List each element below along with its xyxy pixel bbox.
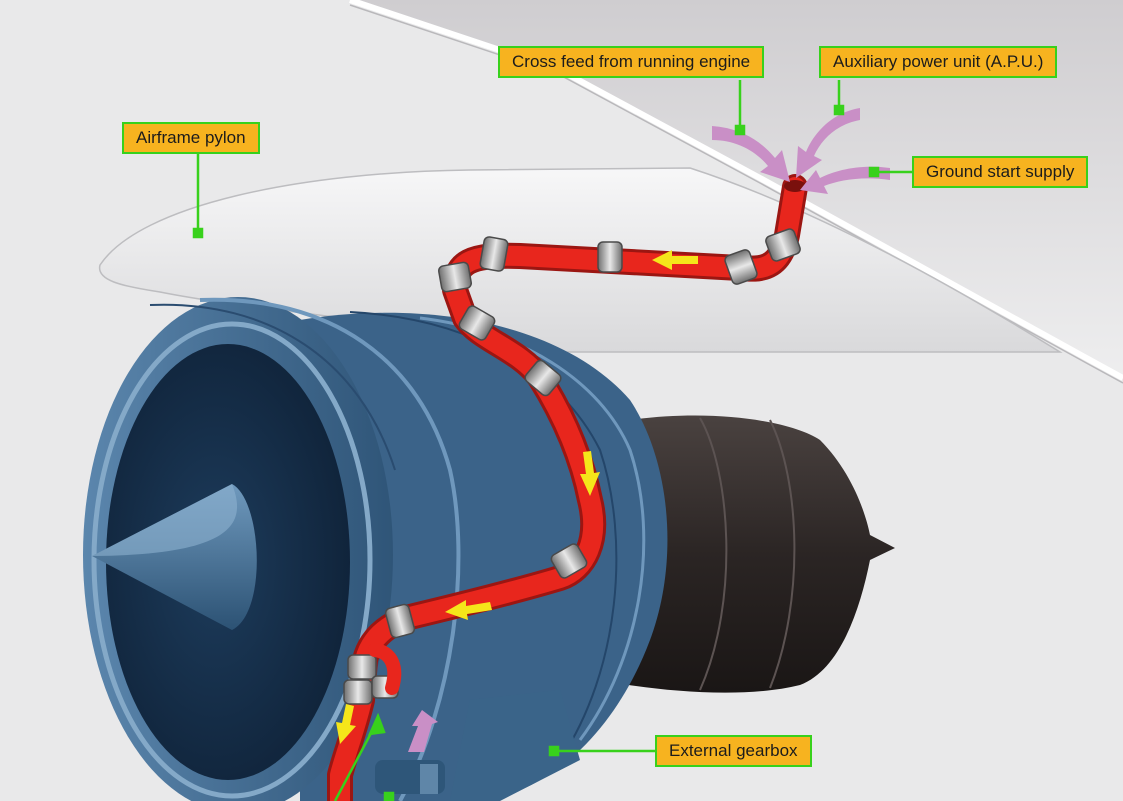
label-airframe-pylon: Airframe pylon (122, 122, 260, 154)
duct-clamps (343, 228, 801, 705)
label-cross-feed: Cross feed from running engine (498, 46, 765, 78)
label-ground-start-supply: Ground start supply (912, 156, 1089, 188)
gearbox-housing (450, 690, 580, 801)
leader-lines (192, 80, 913, 801)
label-apu: Auxiliary power unit (A.P.U.) (819, 46, 1058, 78)
airflow-arrows (336, 250, 698, 744)
supply-arrows (408, 108, 890, 752)
exhaust-nozzle (600, 415, 895, 693)
label-external-gearbox: External gearbox (655, 735, 812, 767)
wing (350, 0, 1123, 378)
